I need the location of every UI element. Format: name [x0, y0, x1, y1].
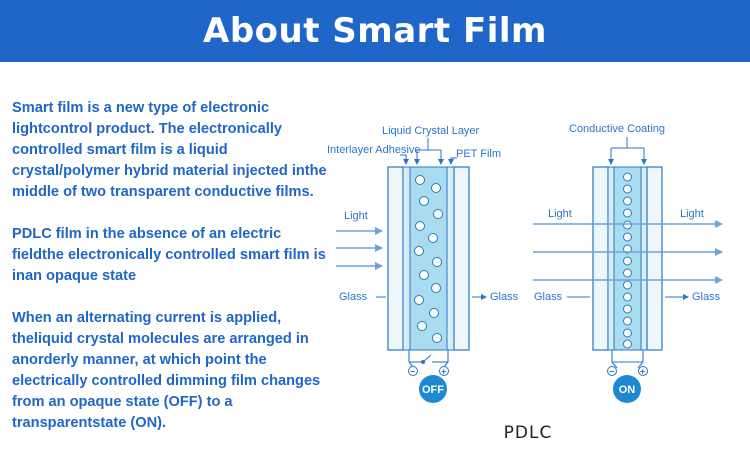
on-minus-sign: − — [609, 367, 614, 377]
off-glass-left — [387, 166, 404, 351]
off-droplets — [414, 175, 443, 343]
title-banner: About Smart Film — [0, 0, 750, 62]
off-label-glass-left: Glass — [339, 291, 368, 303]
off-glass-right — [453, 166, 470, 351]
off-circuit — [408, 350, 449, 369]
on-label-coating: Conductive Coating — [569, 123, 665, 135]
off-minus-sign: − — [410, 367, 415, 377]
off-plus-sign: + — [441, 367, 446, 377]
off-panel: Liquid Crystal Layer Interlayer Adhesive… — [327, 125, 519, 403]
off-label-light: Light — [344, 210, 368, 222]
paragraph-off-state: PDLC film in the absence of an electric … — [12, 226, 326, 284]
off-label-liquid-crystal: Liquid Crystal Layer — [382, 125, 480, 137]
off-pet-left — [402, 166, 411, 351]
paragraph-intro: Smart film is a new type of electronic l… — [12, 100, 327, 200]
on-panel: Conductive Coating Light Light Glass Gla… — [533, 123, 723, 403]
off-pet-right — [446, 166, 455, 351]
on-label-light-left: Light — [548, 208, 572, 220]
off-label-glass-right: Glass — [490, 291, 519, 303]
on-label-glass-left: Glass — [534, 291, 563, 303]
diagram-caption: PDLC — [504, 423, 553, 443]
description-text: Smart film is a new type of electronic l… — [12, 98, 334, 455]
paragraph-on-state: When an alternating current is applied, … — [12, 310, 321, 431]
off-liquid-layer — [409, 166, 448, 351]
on-glass-right — [646, 166, 663, 351]
page-title: About Smart Film — [203, 11, 547, 51]
on-plus-sign: + — [640, 367, 645, 377]
on-pet-left — [607, 166, 615, 351]
on-label-glass-right: Glass — [692, 291, 721, 303]
off-state-label: OFF — [422, 384, 444, 396]
on-state-badge — [613, 375, 641, 403]
off-label-pet: PET Film — [456, 148, 501, 160]
on-label-light-right: Light — [680, 208, 704, 220]
off-state-badge — [419, 375, 447, 403]
off-label-interlayer: Interlayer Adhesive — [327, 144, 421, 156]
on-state-label: ON — [619, 384, 636, 396]
on-glass-left — [592, 166, 609, 351]
on-droplets — [623, 172, 632, 349]
on-circuit — [611, 350, 644, 369]
on-pet-right — [640, 166, 648, 351]
